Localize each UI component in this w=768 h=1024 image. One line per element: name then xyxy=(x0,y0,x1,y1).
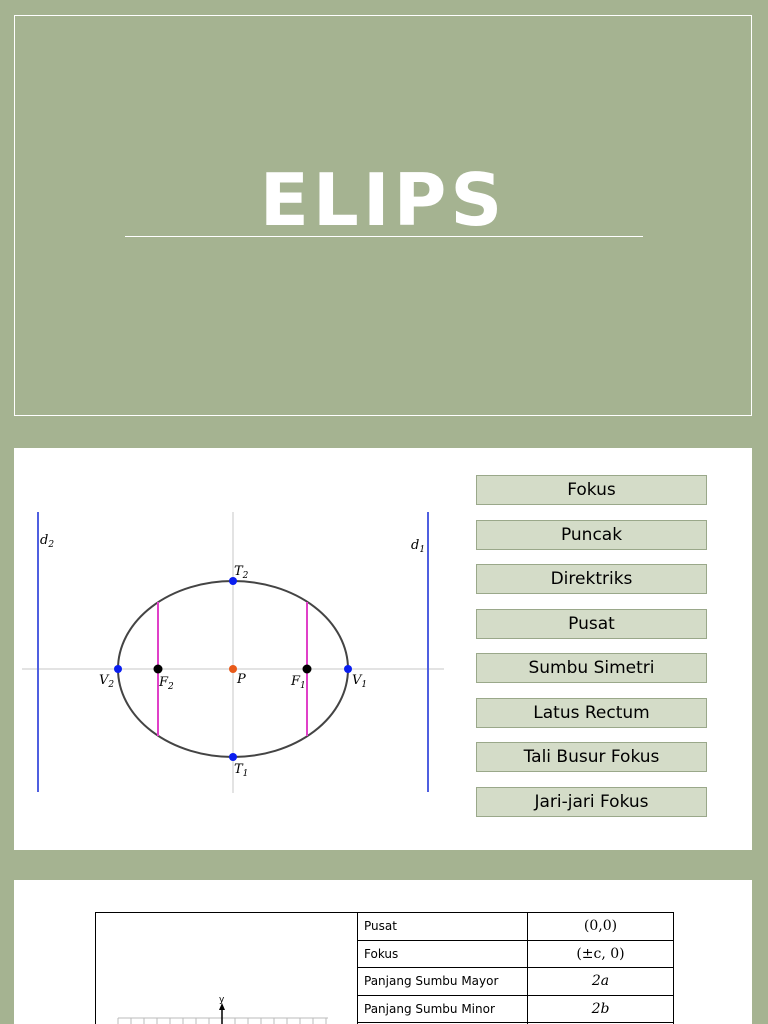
ellipse-diagram: d2 d1 T2 T1 V2 V1 F2 F1 P xyxy=(22,512,444,793)
label-v2: V2 xyxy=(99,673,114,690)
label-f2: F2 xyxy=(158,675,174,692)
label-p: P xyxy=(236,672,246,687)
title-slide: ELIPS xyxy=(14,15,752,416)
ellipse-properties-table: y Pusat (0,0) Fokus (±c, 0) Panjang Sumb… xyxy=(95,912,674,1024)
row-label-sumbu-mayor: Panjang Sumbu Mayor xyxy=(357,967,528,996)
row-value-empty xyxy=(527,1022,674,1024)
mini-y-label: y xyxy=(219,995,225,1005)
jari-jari-fokus-button[interactable]: Jari-jari Fokus xyxy=(476,786,707,817)
label-d2: d2 xyxy=(40,533,54,550)
vertex-v2-point xyxy=(114,665,122,673)
vertex-v1-point xyxy=(344,665,352,673)
vertex-t1-point xyxy=(229,753,237,761)
fokus-button[interactable]: Fokus xyxy=(476,475,707,505)
focus-f2-point xyxy=(153,664,163,674)
latus-rectum-button[interactable]: Latus Rectum xyxy=(476,697,707,728)
row-value-fokus: (±c, 0) xyxy=(527,939,674,968)
row-label-pusat: Pusat xyxy=(357,912,528,941)
focus-f1-point xyxy=(302,664,312,674)
mini-y-arrow-icon xyxy=(219,1003,225,1010)
label-v1: V1 xyxy=(352,673,367,690)
row-label-sumbu-minor: Panjang Sumbu Minor xyxy=(357,994,528,1023)
label-t2: T2 xyxy=(234,564,249,581)
table-row: Fokus (±c, 0) xyxy=(96,939,674,968)
direktriks-button[interactable]: Direktriks xyxy=(476,564,707,594)
table-row xyxy=(96,1022,674,1024)
row-value-pusat: (0,0) xyxy=(527,912,674,941)
row-value-sumbu-minor: 2b xyxy=(527,994,674,1023)
title-underline xyxy=(125,236,643,237)
tali-busur-fokus-button[interactable]: Tali Busur Fokus xyxy=(476,742,707,772)
ellipse-slide: d2 d1 T2 T1 V2 V1 F2 F1 P Fokus Puncak D… xyxy=(14,448,752,850)
label-t1: T1 xyxy=(234,762,248,779)
sumbu-simetri-button[interactable]: Sumbu Simetri xyxy=(476,653,707,683)
properties-slide: y Pusat (0,0) Fokus (±c, 0) Panjang Sumb… xyxy=(14,880,752,1024)
center-p-point xyxy=(229,665,237,673)
page-title: ELIPS xyxy=(259,158,507,242)
concept-buttons: Fokus Puncak Direktriks Pusat Sumbu Sime… xyxy=(476,475,707,831)
vertex-t2-point xyxy=(229,577,237,585)
label-d1: d1 xyxy=(411,538,425,555)
row-label-fokus: Fokus xyxy=(357,939,528,968)
label-f1: F1 xyxy=(290,674,306,691)
row-value-sumbu-mayor: 2a xyxy=(527,967,674,996)
table-row: Panjang Sumbu Mayor 2a xyxy=(96,967,674,996)
mini-graph: y xyxy=(117,995,328,1024)
table-row: y Pusat (0,0) xyxy=(95,912,674,1024)
table-row: Panjang Sumbu Minor 2b xyxy=(96,994,674,1023)
pusat-button[interactable]: Pusat xyxy=(476,608,707,639)
puncak-button[interactable]: Puncak xyxy=(476,519,707,550)
graph-cell: y xyxy=(95,912,358,1024)
